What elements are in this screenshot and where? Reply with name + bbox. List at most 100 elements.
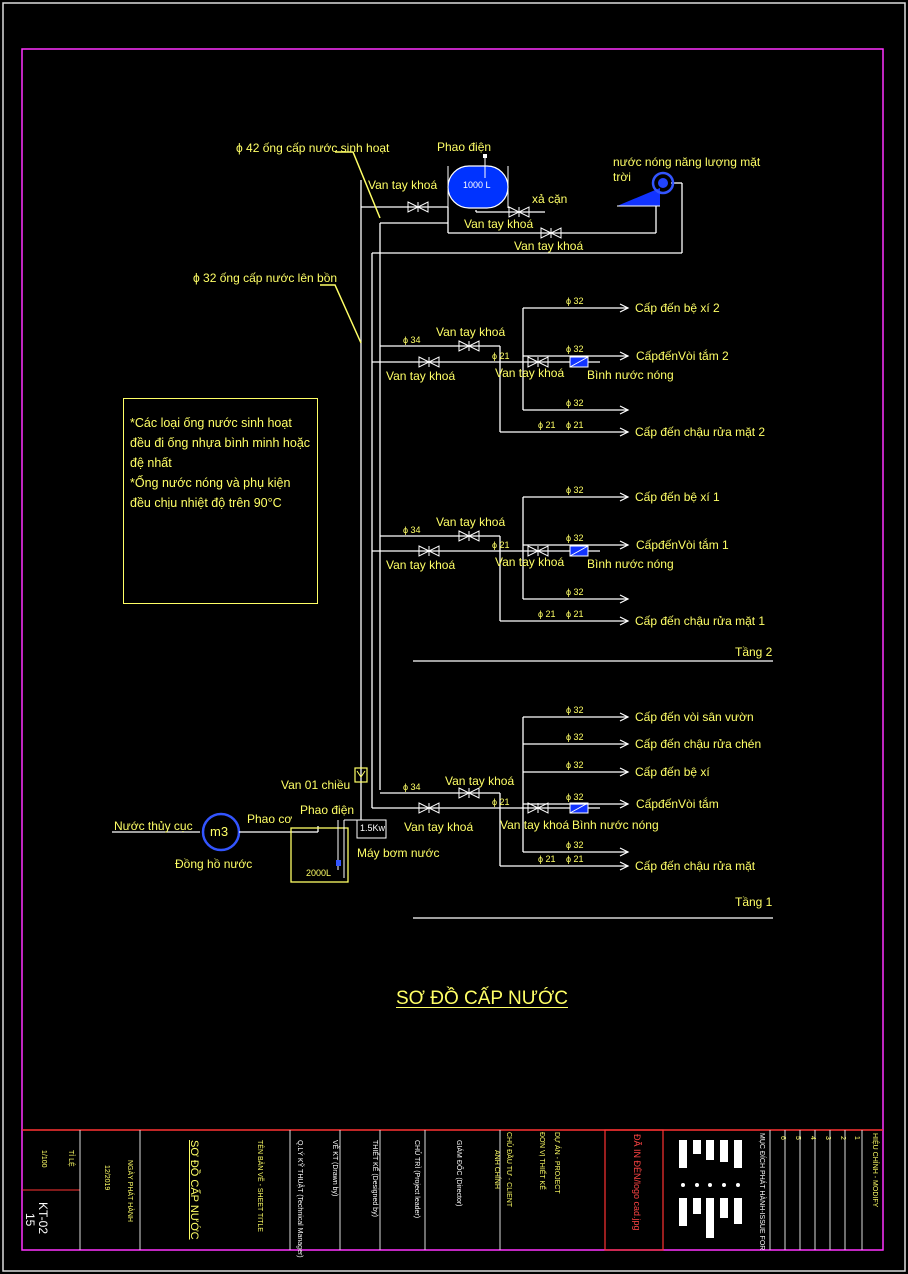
valve-icon [458, 530, 480, 542]
tb-owner: CHỦ ĐẦU TƯ - CLIENT [505, 1132, 512, 1208]
tb-scale-label: TỈ LỆ [67, 1150, 74, 1167]
tb-sheet-no: KT-02 [36, 1202, 50, 1235]
outlet-diameter: ϕ 32 [566, 705, 584, 715]
pipe-42-label: ϕ 42 ống cấp nước sinh hoạt [236, 141, 390, 155]
pump-label: Máy bơm nước [357, 846, 439, 860]
water-heater-icon [569, 356, 589, 368]
title-block [22, 1129, 883, 1251]
outlet-diameter: ϕ 32 [566, 732, 584, 742]
valve-icon [527, 356, 549, 368]
outlet-label: CấpđếnVòi tắm 1 [636, 537, 729, 552]
valve-icon [508, 206, 530, 218]
note-line-1: *Các loại ống nước sinh hoạt đều đi ống … [130, 416, 311, 470]
outlet-diameter: ϕ 32 [566, 533, 584, 543]
outlet-diameter: ϕ 32 [566, 296, 584, 306]
heater-label: Bình nước nóng [572, 818, 659, 832]
drain-label: xả cặn [532, 192, 567, 206]
logo-box [604, 1129, 664, 1251]
outlet-diameter: ϕ 32 [566, 344, 584, 354]
tb-rev-1: 1 [853, 1136, 860, 1140]
heater-slash [569, 802, 589, 814]
valve-label: Van tay khoá [495, 555, 564, 569]
outlet-diameter: ϕ 32 [566, 840, 584, 850]
arrow-icon [619, 303, 630, 313]
diameter-34: ϕ 34 [403, 525, 421, 535]
tb-manager: CHỦ TRÌ (Project leader) [413, 1140, 420, 1219]
arrow-icon [619, 767, 630, 777]
outlet-label: Cấp đến chậu rửa mặt [635, 859, 756, 873]
heater-label: Bình nước nóng [587, 368, 674, 382]
pump-kw-label: 1.5Kw [360, 823, 386, 833]
arrow-icon [619, 712, 630, 722]
valve-label: Van tay khoá [386, 369, 455, 383]
valve-icon [527, 802, 549, 814]
water-heater-icon [569, 545, 589, 557]
tb-designed: THIẾT KẾ (Designed by) [371, 1140, 378, 1217]
outlet-diameter: ϕ 32 [566, 398, 584, 408]
outlet-diameter: ϕ 21 [566, 609, 584, 619]
arrow-icon [619, 351, 630, 361]
city-water-label: Nước thủy cục [114, 819, 193, 833]
arrow-icon [619, 847, 630, 857]
stamp-marks [679, 1140, 742, 1238]
valve-shape [527, 545, 549, 557]
tb-owner-name: ANH CHÍNH [493, 1150, 500, 1189]
floor-2-label: Tầng 2 [735, 645, 773, 659]
tb-sheet-title: SƠ ĐỒ CẤP NƯỚC [188, 1140, 200, 1240]
valve-shape [527, 356, 549, 368]
tb-consultant: ĐƠN VỊ THIẾT KẾ [538, 1132, 545, 1190]
valve-shape [458, 340, 480, 352]
tb-logo: ĐÃ IN ĐÈN/logo cad.jpg [632, 1134, 642, 1231]
pipe-32-label: ϕ 32 ống cấp nước lên bồn [193, 271, 337, 285]
valve-shape [458, 787, 480, 799]
tb-rev-3: 3 [824, 1136, 831, 1140]
diameter-21: ϕ 21 [492, 540, 510, 550]
inner-frame [21, 48, 884, 1251]
outlet-diameter: ϕ 32 [566, 760, 584, 770]
outlet-diameter: ϕ 32 [566, 792, 584, 802]
valve-shape [418, 802, 440, 814]
tank-2000-label: 2000L [306, 868, 331, 878]
valve-shape [458, 530, 480, 542]
arrow-icon [619, 799, 630, 809]
valve-label: Van tay khoá [436, 515, 505, 529]
valve-icon [418, 545, 440, 557]
arrow-icon [619, 540, 630, 550]
arrow-icon [619, 616, 630, 626]
tb-rev-5: 5 [794, 1136, 801, 1140]
arrow-icon [619, 405, 630, 415]
valve-label: Van tay khoá [445, 774, 514, 788]
outlet-label: Cấp đến chậu rửa mặt 2 [635, 425, 765, 439]
tb-scale-value: 1/100 [40, 1150, 47, 1168]
heater-slash [569, 545, 589, 557]
arrow-icon [619, 594, 630, 604]
heater-label: Bình nước nóng [587, 557, 674, 571]
note-line-2: *Ống nước nóng và phụ kiện đều chịu nhiệ… [130, 476, 291, 510]
outlet-label: Cấp đến chậu rửa chén [635, 737, 761, 751]
valve-2-label: Van tay khoá [464, 217, 533, 231]
check-valve-label: Van 01 chiều [281, 778, 350, 792]
tb-rev-2: 2 [839, 1136, 846, 1140]
valve-icon [407, 201, 429, 213]
meter-symbol: m3 [210, 824, 228, 839]
diameter-34: ϕ 34 [403, 335, 421, 345]
floor-1-label: Tầng 1 [735, 895, 773, 909]
valve-icon [458, 787, 480, 799]
arrow-icon [619, 861, 630, 871]
check-valve-icon [354, 767, 368, 783]
outlet-diameter: ϕ 21 [566, 854, 584, 864]
meter-label: Đồng hồ nước [175, 857, 252, 871]
heater-slash [569, 356, 589, 368]
note-box: *Các loại ống nước sinh hoạt đều đi ống … [123, 398, 318, 604]
float-elec-label: Phao điện [300, 803, 354, 817]
tb-director: GIÁM ĐỐC (Director) [455, 1140, 462, 1207]
valve-shape [418, 356, 440, 368]
outlet-label: Cấp đến bệ xí 1 [635, 490, 720, 504]
tb-rev-4: 4 [809, 1136, 816, 1140]
